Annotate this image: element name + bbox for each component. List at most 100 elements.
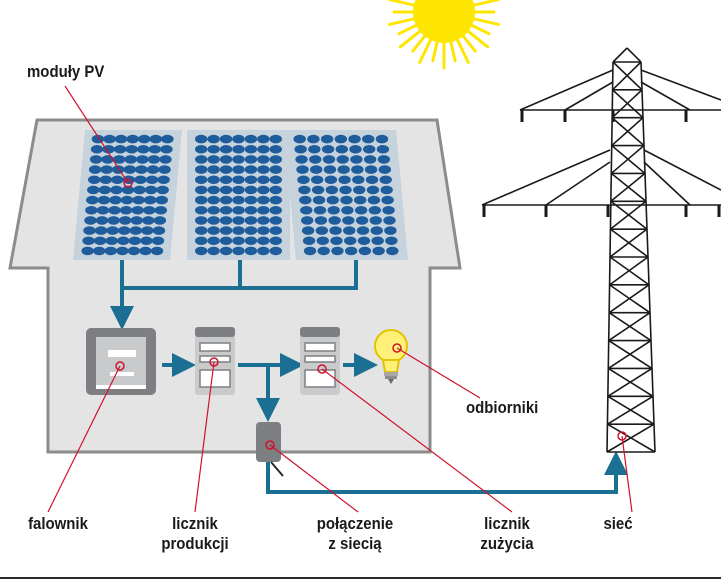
solar-cell: [244, 165, 258, 174]
tower-strut: [626, 47, 642, 63]
solar-cell: [195, 144, 208, 154]
solar-cell: [269, 144, 282, 154]
solar-cell: [132, 195, 145, 205]
solar-cell: [159, 155, 172, 164]
solar-cell: [154, 205, 168, 215]
solar-cell: [219, 216, 233, 225]
label-consumption-meter-line1: licznik: [484, 514, 530, 533]
solar-cell: [269, 195, 282, 205]
tower-strut: [608, 284, 650, 314]
label-grid-connection: połączenie z siecią: [307, 514, 404, 554]
solar-cell: [372, 246, 385, 256]
solar-cell: [269, 216, 282, 225]
solar-cell: [269, 205, 282, 215]
tower-strut: [611, 89, 643, 119]
solar-cell: [377, 155, 391, 164]
solar-cell: [244, 175, 258, 185]
solar-cell: [130, 216, 143, 225]
solar-cell: [219, 226, 233, 235]
solar-cell: [294, 144, 307, 154]
tower-strut: [611, 117, 644, 147]
tower-strut: [612, 61, 642, 91]
tower-strut: [612, 47, 628, 63]
solar-cell: [117, 236, 130, 246]
solar-cell: [315, 226, 329, 235]
solar-cell: [244, 185, 258, 195]
solar-cell: [85, 205, 98, 215]
solar-cell: [324, 175, 338, 185]
solar-cell: [112, 165, 125, 174]
solar-cell: [232, 175, 245, 185]
solar-cell: [219, 185, 233, 195]
solar-cell: [219, 155, 233, 164]
solar-cell: [105, 236, 118, 246]
production-meter-marker: [209, 357, 219, 367]
solar-cell: [142, 216, 155, 225]
solar-cell: [98, 185, 112, 195]
tower-strut: [564, 81, 614, 111]
sun-icon: [387, 0, 501, 70]
solar-cell: [134, 175, 147, 185]
solar-cell: [113, 144, 127, 154]
solar-cell: [349, 144, 362, 154]
solar-cell: [310, 165, 323, 174]
solar-cell: [269, 236, 282, 246]
loads-marker: [392, 343, 402, 353]
solar-cell: [153, 216, 167, 225]
solar-cell: [339, 185, 352, 195]
tower-strut: [519, 69, 614, 111]
solar-cell: [336, 155, 349, 164]
lightbulb-icon: [374, 329, 408, 384]
solar-cell: [244, 155, 258, 164]
solar-cell: [232, 236, 245, 246]
solar-cell: [82, 236, 95, 246]
solar-cell: [119, 205, 133, 215]
solar-cell: [152, 226, 166, 235]
solar-cell: [353, 185, 366, 195]
solar-cell: [338, 175, 351, 185]
tower-strut: [545, 161, 611, 206]
label-loads: odbiorniki: [466, 398, 539, 417]
solar-cell: [129, 226, 142, 235]
solar-cell: [365, 175, 379, 185]
solar-cell: [257, 175, 270, 185]
tower-strut: [608, 312, 651, 342]
solar-cell: [108, 205, 121, 215]
solar-cell: [379, 175, 392, 185]
solar-cell: [219, 165, 233, 174]
solar-cell: [301, 226, 315, 235]
solar-cell: [244, 226, 258, 235]
solar-cell: [116, 246, 129, 256]
tower-strut: [607, 339, 652, 370]
solar-cell: [106, 226, 119, 235]
grid-leader: [621, 435, 633, 513]
solar-cell: [232, 195, 245, 205]
solar-cell: [232, 246, 245, 256]
sun-ray: [418, 37, 433, 64]
solar-cell: [368, 205, 382, 215]
production-meter-device: [195, 327, 235, 395]
label-inverter: falownik: [28, 514, 88, 533]
sun-ray: [461, 33, 477, 53]
solar-cell: [148, 144, 162, 154]
solar-cell: [376, 144, 390, 154]
solar-cell: [136, 155, 149, 164]
solar-cell: [133, 185, 146, 195]
solar-cell: [207, 236, 220, 246]
solar-cell: [348, 134, 361, 144]
grid-connection-box: [256, 422, 284, 477]
pv-modules-leader: [64, 85, 129, 184]
solar-cell: [93, 236, 107, 246]
solar-cell: [104, 246, 117, 256]
solar-cell: [314, 216, 328, 225]
solar-cell: [309, 155, 322, 164]
label-grid: sieć: [603, 514, 633, 533]
solar-cell: [384, 226, 397, 235]
pv-panel-right: [284, 130, 408, 260]
solar-cell: [232, 155, 245, 164]
solar-cell: [96, 205, 110, 215]
solar-cell: [367, 195, 381, 205]
tower-strut: [610, 144, 645, 175]
solar-cell: [303, 246, 317, 256]
solar-cell: [195, 226, 208, 235]
